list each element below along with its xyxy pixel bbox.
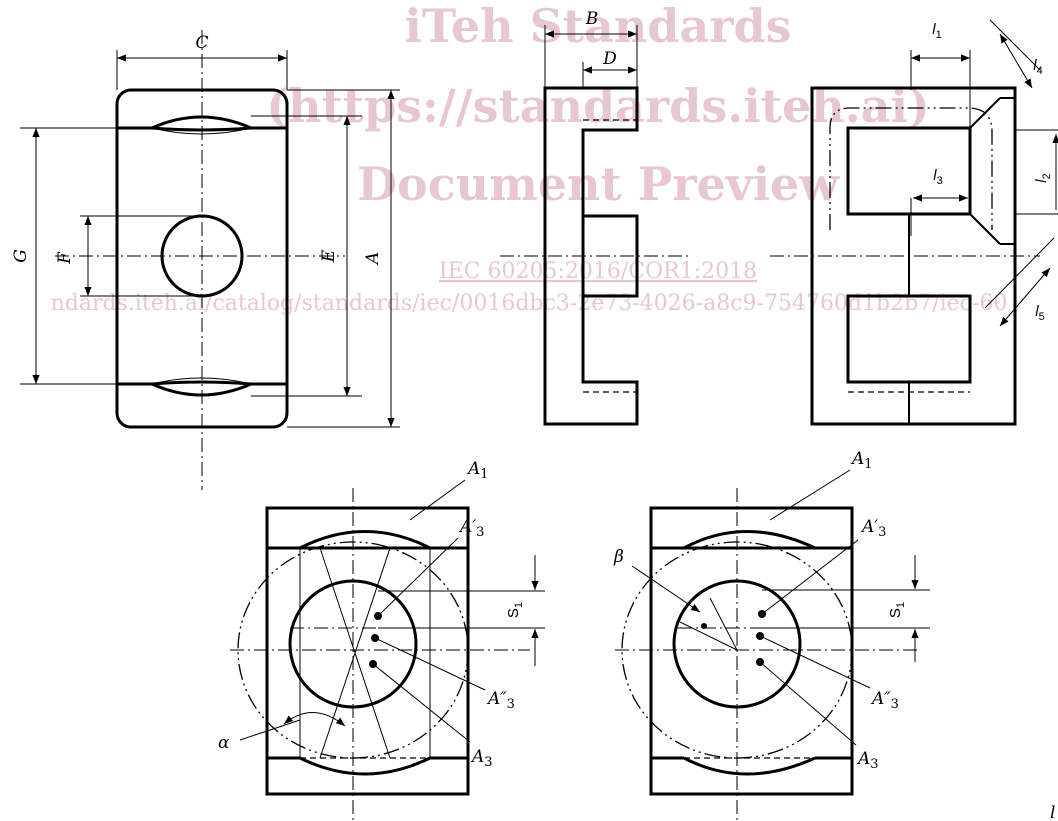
- dim-f-label: F: [55, 251, 75, 265]
- path-view: l2 l1 l3 l4 l5: [770, 19, 1058, 426]
- section-right-a3pp-label: A″3: [870, 689, 899, 712]
- dim-e-label: E: [319, 249, 339, 263]
- section-left-a3pp-label: A″3: [486, 689, 515, 712]
- dim-l4-label: l4: [1033, 57, 1042, 77]
- section-right-outline: [649, 506, 854, 796]
- side-view: B D: [500, 9, 690, 426]
- mean-path: [829, 107, 993, 230]
- section-left-outline: [265, 506, 470, 796]
- side-profile: [543, 86, 639, 426]
- dim-l5-label: l5: [1035, 303, 1044, 323]
- watermark-line1: iTeh Standards: [404, 0, 791, 53]
- section-left-a1-label: A1: [466, 459, 489, 482]
- section-left-s1-label: S1: [505, 602, 525, 618]
- dim-d-label: D: [602, 49, 617, 69]
- section-right-beta-label: β: [613, 547, 624, 567]
- dim-l4-line: [999, 33, 1033, 89]
- section-left-a3-label: A3: [470, 747, 493, 770]
- dim-b-label: B: [585, 9, 599, 29]
- front-view: C G F E A: [11, 30, 400, 490]
- dim-a-label: A: [363, 252, 383, 266]
- dim-l3-label: l3: [933, 167, 942, 187]
- dim-l2-label: l2: [1033, 173, 1053, 182]
- section-right-a3-label: A3: [856, 749, 879, 772]
- section-right-a3p-label: A′3: [860, 517, 886, 540]
- top-recess: [117, 126, 287, 132]
- dim-g-label: G: [11, 249, 31, 263]
- bottom-recess: [117, 380, 287, 386]
- section-left-bar: [265, 506, 470, 550]
- section-right-a1-label: A1: [850, 449, 873, 472]
- section-left: A1 A′3 A″3 A3 S1 α: [218, 459, 545, 821]
- section-right-bar: [649, 506, 854, 550]
- watermark: iTeh Standards (https://standards.iteh.a…: [51, 0, 1008, 316]
- watermark-line4: IEC 60205:2016/COR1:2018: [439, 259, 757, 284]
- section-left-a3p-label: A′3: [458, 517, 484, 540]
- dim-l1-label: l1: [932, 21, 941, 41]
- watermark-line3: Document Preview: [357, 157, 840, 211]
- dim-c-label: C: [195, 33, 208, 53]
- section-right-s1-label: S1: [887, 602, 907, 618]
- section-right: A1 A′3 A″3 A3 S1 β: [613, 449, 930, 821]
- corner-label: l: [1050, 803, 1055, 821]
- section-left-alpha-label: α: [218, 733, 230, 753]
- upper-window: [846, 126, 972, 216]
- dim-l5-line: [999, 267, 1051, 327]
